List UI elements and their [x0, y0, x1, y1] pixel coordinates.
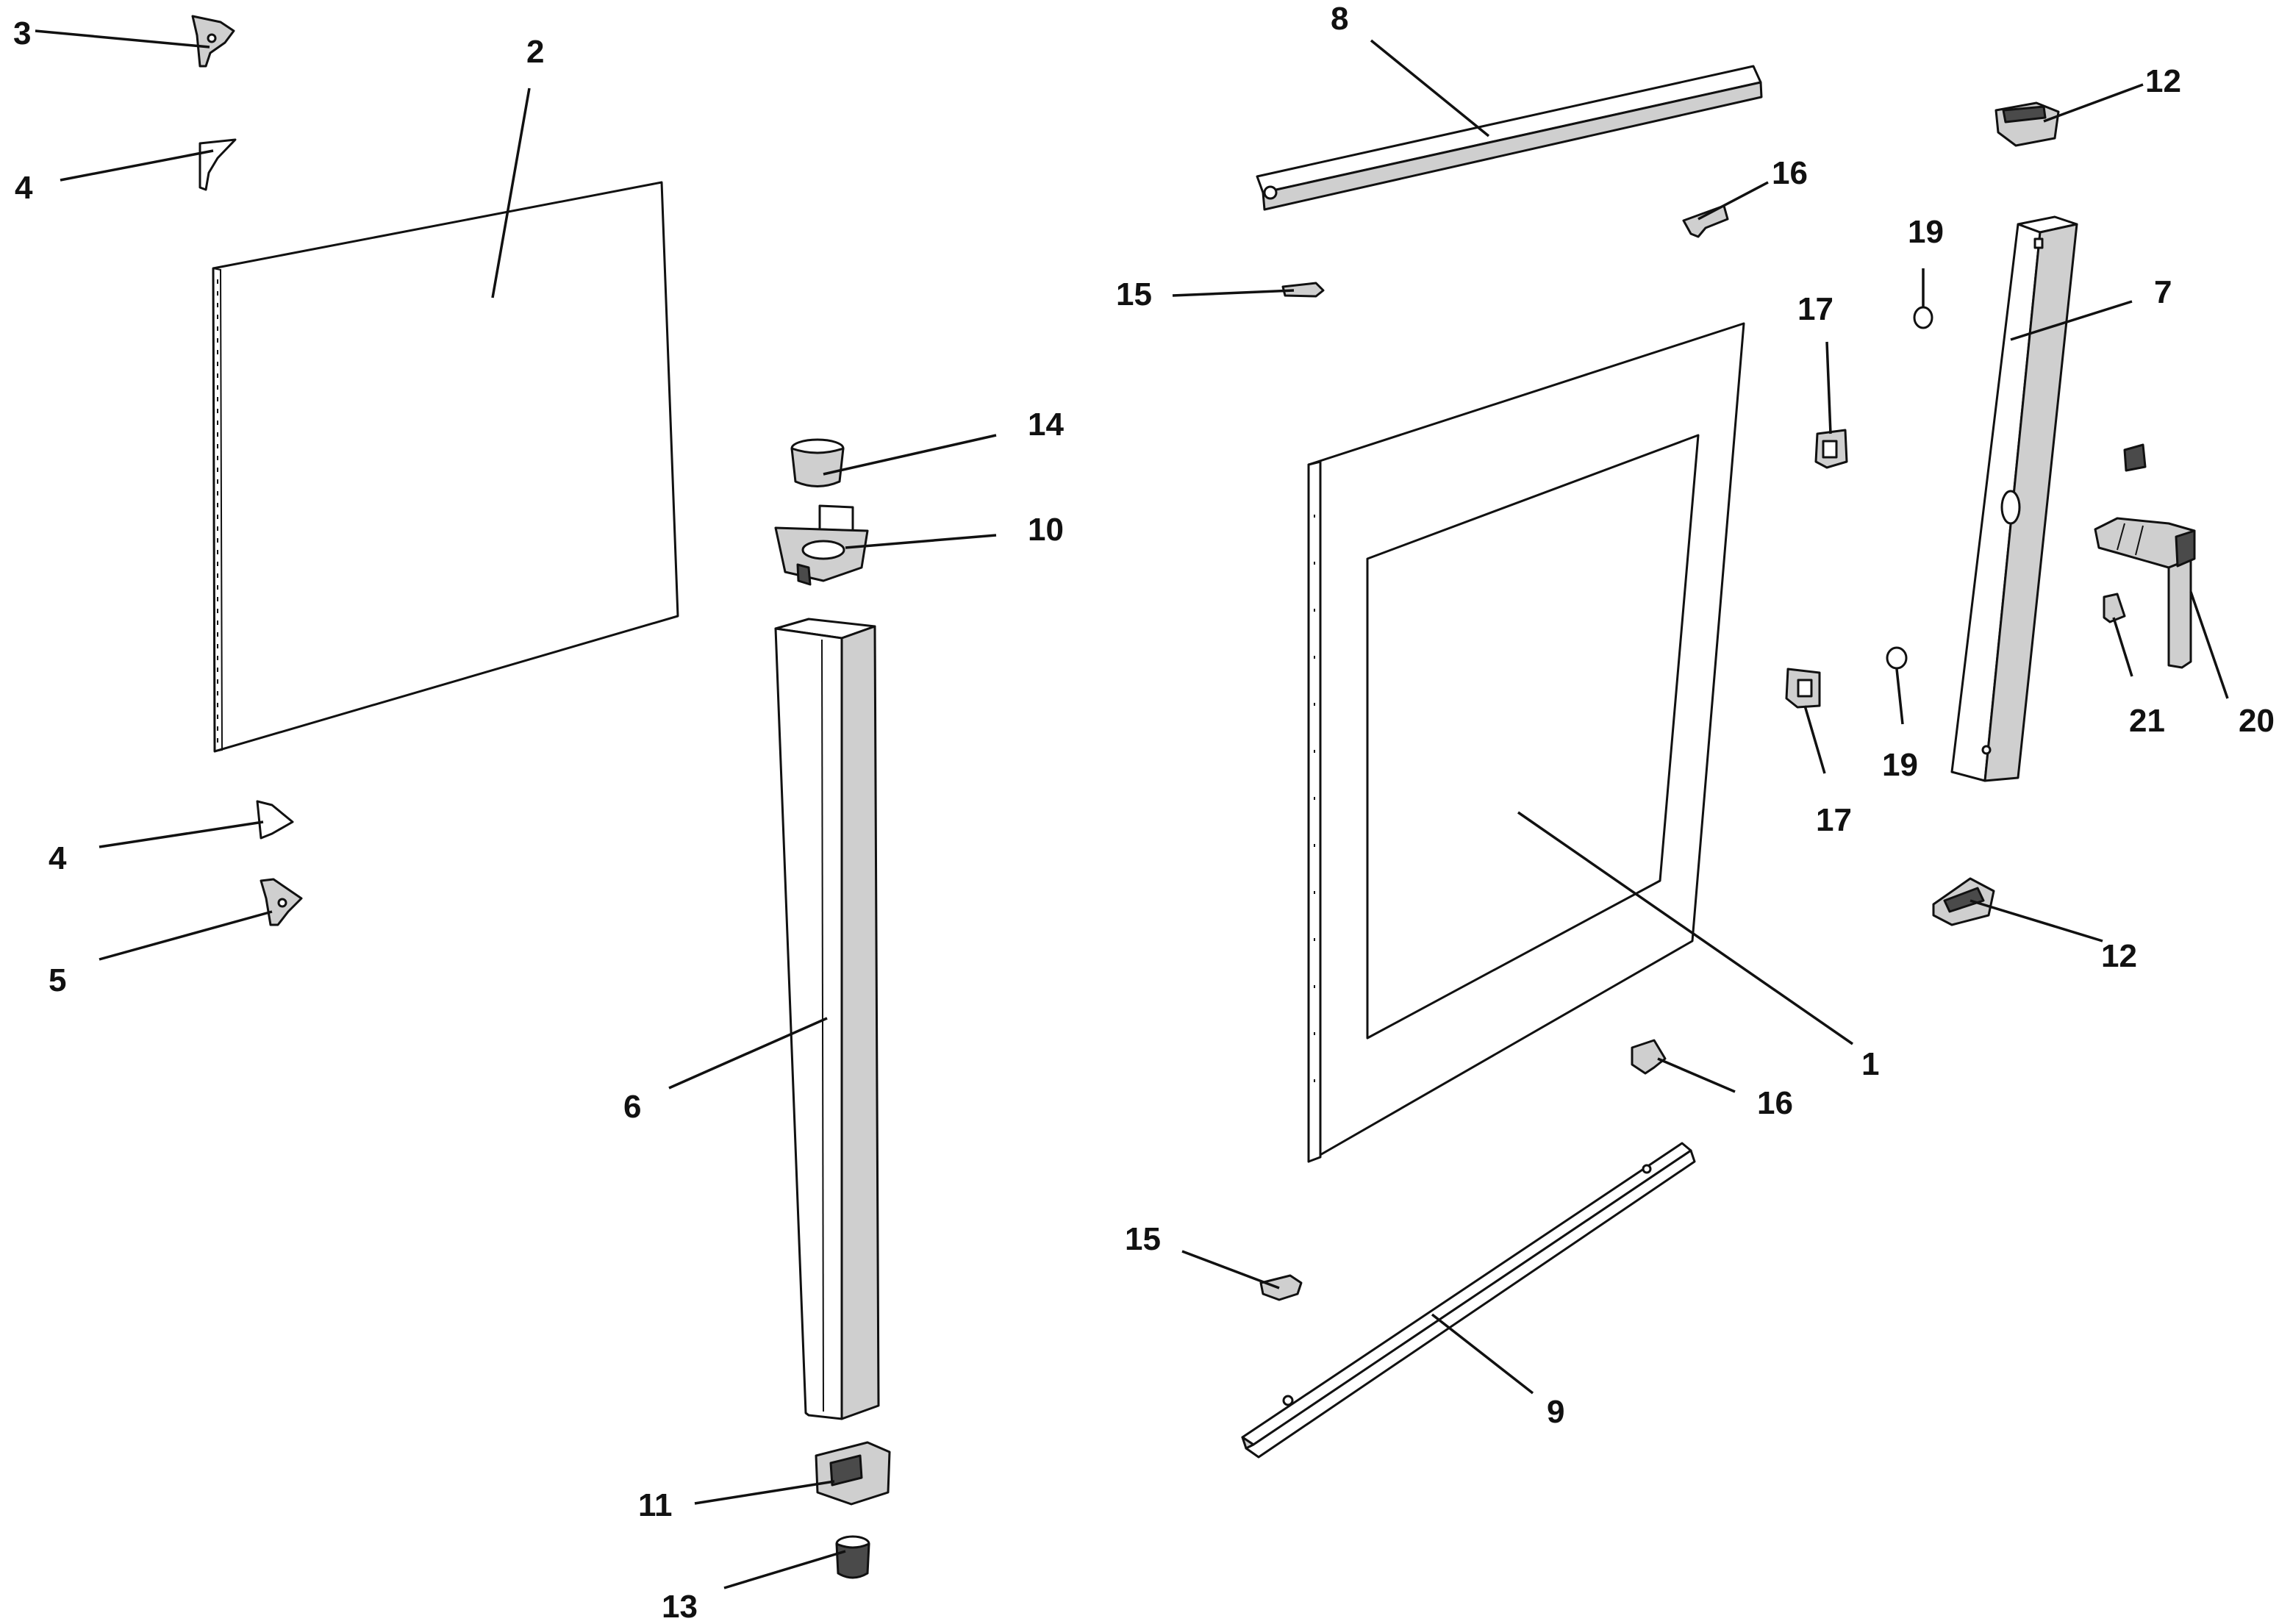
callout-12-top: 12	[2145, 63, 2181, 99]
part-pin-19-bottom	[1886, 646, 1908, 670]
callout-3: 3	[13, 15, 31, 51]
part-clip-15-top	[1281, 282, 1325, 298]
callout-13: 13	[662, 1589, 698, 1624]
callout-6: 6	[623, 1089, 641, 1125]
callout-17-bottom: 17	[1816, 802, 1852, 838]
part-corner-cap-12-bottom	[1932, 877, 1995, 926]
callout-21: 21	[2129, 703, 2165, 739]
callout-16-top: 16	[1772, 155, 1808, 191]
part-foot-13	[835, 1535, 870, 1579]
callout-4-top: 4	[15, 170, 33, 206]
callout-7: 7	[2154, 274, 2172, 310]
callout-19-top: 19	[1908, 214, 1944, 250]
part-panel	[212, 181, 679, 753]
part-latch-21-top	[2123, 443, 2147, 472]
leader-lines	[35, 29, 2229, 1589]
part-bracket-5	[260, 878, 303, 926]
callout-10: 10	[1028, 512, 1064, 548]
part-corner-bracket-4-top	[198, 138, 237, 191]
part-handle-20	[2094, 517, 2196, 669]
part-clip-16-bottom	[1631, 1039, 1667, 1075]
callout-14: 14	[1028, 407, 1064, 443]
part-clip-15-bottom	[1259, 1274, 1303, 1301]
callout-labels: 3 2 4 4 5 6 14 10 11 13 8 16 15 17 17 19…	[13, 1, 2275, 1624]
callout-11: 11	[638, 1487, 673, 1523]
callout-20: 20	[2239, 703, 2275, 739]
part-corner-cap-12-top	[1994, 101, 2060, 147]
callout-19-bottom: 19	[1882, 747, 1918, 783]
part-pin-19-top	[1913, 306, 1933, 329]
part-clip-16-top	[1682, 204, 1729, 238]
part-side-rail-7	[1950, 215, 2078, 782]
callout-4-bottom: 4	[49, 840, 67, 876]
part-door-frame-1	[1307, 322, 1745, 1163]
callout-9: 9	[1547, 1394, 1564, 1430]
callout-12-bottom: 12	[2101, 938, 2137, 974]
part-latch-21	[2103, 593, 2126, 623]
callout-15-bottom: 15	[1125, 1221, 1161, 1257]
part-base-connector-11	[815, 1441, 891, 1506]
callout-15-top: 15	[1116, 276, 1152, 312]
part-connector-10	[774, 504, 869, 586]
callout-1: 1	[1861, 1046, 1879, 1082]
callout-16-bottom: 16	[1757, 1085, 1793, 1121]
part-bottom-rail-9	[1241, 1142, 1696, 1459]
part-top-rail-8	[1256, 65, 1763, 211]
callout-8: 8	[1331, 1, 1348, 37]
callout-17-top: 17	[1797, 291, 1833, 327]
callout-2: 2	[526, 34, 544, 70]
part-post-6	[774, 618, 880, 1420]
part-hinge-17-top	[1814, 429, 1848, 469]
part-corner-bracket-4-bottom	[256, 800, 294, 840]
part-cap-14	[790, 438, 845, 487]
part-hinge-17-bottom	[1785, 668, 1821, 709]
callout-5: 5	[49, 962, 66, 998]
part-bracket-3	[191, 15, 235, 68]
